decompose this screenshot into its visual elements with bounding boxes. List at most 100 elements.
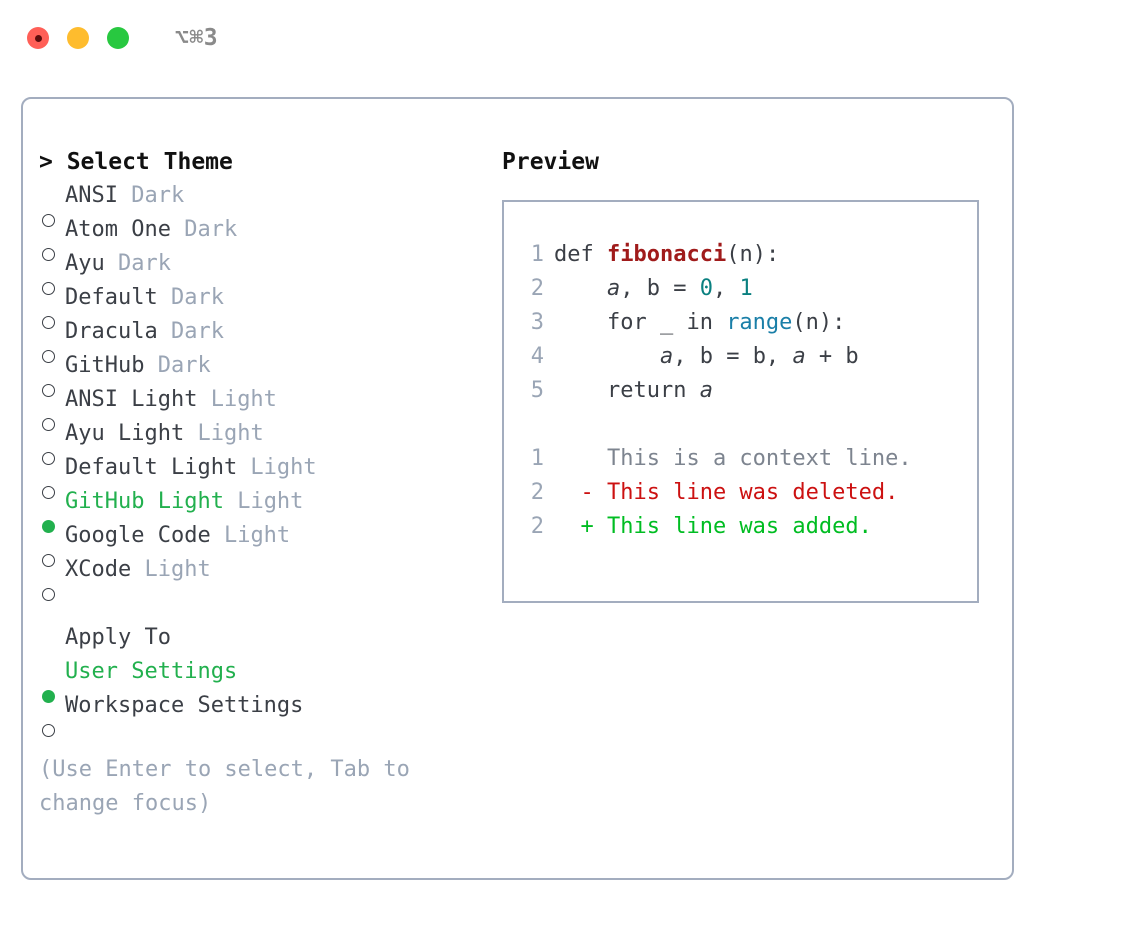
theme-name: Ayu Light (65, 421, 185, 446)
radio-glyph (42, 418, 55, 431)
diff-line: 1 This is a context line. (522, 442, 977, 476)
line-number: 4 (530, 344, 544, 369)
code-token: def (554, 242, 607, 267)
theme-variant-label: Dark (117, 183, 185, 208)
diff-text: This is a context line. (554, 446, 912, 471)
code-token: a (659, 344, 674, 369)
diff-text: - This line was deleted. (554, 480, 899, 505)
code-token (554, 276, 607, 301)
theme-option[interactable]: Ayu Light Light (39, 417, 485, 465)
line-number: 3 (530, 310, 544, 335)
select-theme-header: > Select Theme (39, 149, 233, 175)
theme-option[interactable]: ANSI Light Light (39, 383, 485, 431)
code-token: for _ in (554, 310, 727, 335)
theme-option[interactable]: Dracula Dark (39, 315, 485, 363)
radio-glyph (42, 588, 55, 601)
theme-option[interactable]: ANSI Dark (39, 179, 485, 227)
diff-text: + This line was added. (554, 514, 872, 539)
theme-name: Ayu (65, 251, 105, 276)
radio-glyph (42, 350, 55, 363)
keyboard-hint: (Use Enter to select, Tab to change focu… (39, 757, 410, 816)
theme-name: GitHub (65, 353, 145, 378)
code-token: return (554, 378, 700, 403)
theme-variant-label: Dark (104, 251, 171, 276)
code-token: a (606, 276, 621, 301)
line-number: 1 (530, 242, 544, 267)
code-token: + b (805, 344, 859, 369)
theme-name: Default (65, 285, 158, 310)
code-token: range (726, 310, 793, 335)
code-token: , (712, 276, 740, 301)
theme-name: XCode (65, 557, 132, 582)
theme-option[interactable]: Default Light Light (39, 451, 485, 499)
theme-variant-label: Dark (170, 217, 238, 242)
line-number: 1 (530, 446, 544, 471)
theme-variant-label: Light (197, 387, 277, 412)
radio-glyph (42, 316, 55, 329)
close-button[interactable] (27, 27, 49, 49)
theme-variant-label: Dark (144, 353, 211, 378)
code-line: 4 a, b = b, a + b (522, 340, 977, 374)
list-spacer (39, 587, 485, 621)
radio-glyph (42, 690, 55, 703)
theme-variant-label: Light (210, 523, 291, 548)
theme-option[interactable]: GitHub Dark (39, 349, 485, 397)
code-token: = (659, 276, 700, 301)
theme-option[interactable]: Google Code Light (39, 519, 485, 567)
theme-name: Dracula (65, 319, 158, 344)
diff-line: 2 - This line was deleted. (522, 476, 977, 510)
code-line: 3 for _ in range(n): (522, 306, 977, 340)
diff-line: 2 + This line was added. (522, 510, 977, 544)
theme-option[interactable]: Ayu Dark (39, 247, 485, 295)
theme-variant-label: Dark (157, 319, 224, 344)
titlebar: ⌥⌘3 (0, 0, 1140, 76)
code-token: b (646, 276, 660, 301)
code-diff-spacer (522, 408, 977, 442)
code-token: a (699, 378, 713, 403)
apply-to-name: Workspace Settings (65, 693, 304, 718)
radio-glyph (42, 384, 55, 397)
theme-option[interactable]: Default Dark (39, 281, 485, 329)
code-token: 1 (739, 276, 753, 301)
theme-name: Default Light (65, 455, 238, 480)
apply-to-option[interactable]: Workspace Settings (39, 689, 485, 737)
theme-option[interactable]: GitHub Light Light (39, 485, 485, 533)
theme-variant-label: Light (223, 489, 304, 514)
theme-option[interactable]: XCode Light (39, 553, 485, 601)
theme-variant-label: Dark (157, 285, 224, 310)
radio-glyph (42, 724, 55, 737)
theme-name: ANSI Light (65, 387, 198, 412)
radio-glyph (42, 282, 55, 295)
code-token: (n): (792, 310, 846, 335)
apply-to-header: Apply To (65, 625, 171, 650)
line-number: 5 (530, 378, 544, 403)
theme-name: ANSI (65, 183, 118, 208)
theme-variant-label: Light (237, 455, 317, 480)
code-token: 0 (699, 276, 713, 301)
theme-option[interactable]: Atom One Dark (39, 213, 485, 261)
radio-glyph (42, 248, 55, 261)
code-token (554, 344, 660, 369)
code-line: 2 a, b = 0, 1 (522, 272, 977, 306)
radio-glyph (42, 486, 55, 499)
line-number: 2 (530, 480, 544, 505)
theme-variant-label: Light (131, 557, 211, 582)
code-line: 5 return a (522, 374, 977, 408)
line-number: 2 (530, 514, 544, 539)
preview-title: Preview (502, 149, 599, 175)
apply-to-option[interactable]: User Settings (39, 655, 485, 703)
radio-glyph (42, 452, 55, 465)
theme-name: GitHub Light (65, 489, 224, 514)
maximize-button[interactable] (107, 27, 129, 49)
diff-sample: 1 This is a context line.2 - This line w… (522, 442, 977, 544)
minimize-button[interactable] (67, 27, 89, 49)
window-controls (27, 27, 129, 49)
